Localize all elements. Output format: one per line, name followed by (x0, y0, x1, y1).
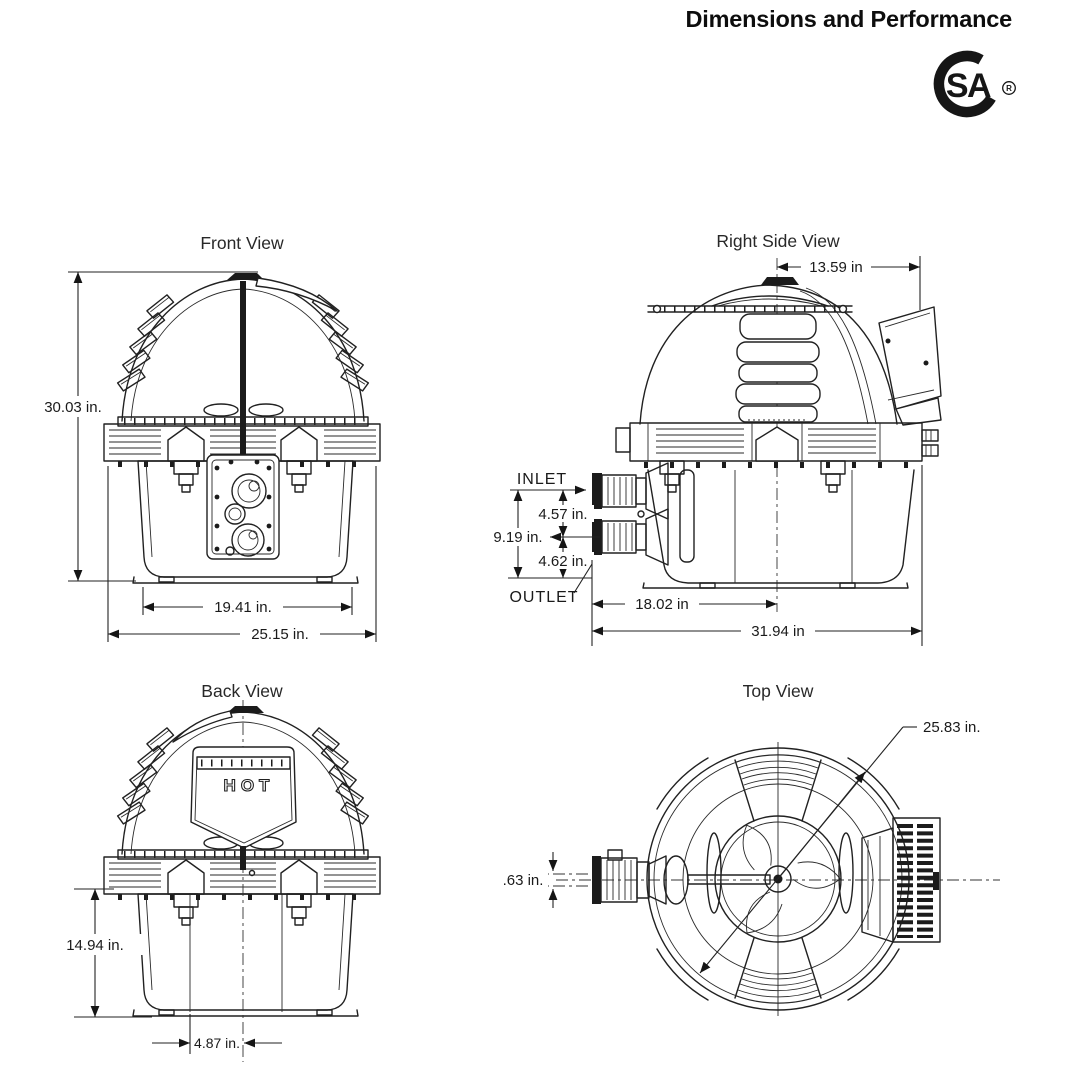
csa-logo: SA R (933, 50, 1016, 118)
front-view: Front View (29, 233, 380, 644)
top-vent-grille (861, 817, 941, 943)
back-view-title: Back View (201, 681, 283, 701)
front-dim-overall-height: 30.03 in. (29, 271, 258, 582)
top-dim-diameter: 25.83 in. (699, 719, 981, 974)
side-dim-port-height: 9.19 in. (489, 490, 600, 578)
outlet-leader (573, 563, 593, 594)
page-title: Dimensions and Performance (685, 6, 1012, 32)
back-dim-lower-height: 14.94 in. (47, 888, 152, 1018)
front-top-swoosh (255, 277, 338, 312)
right-side-view: Right Side View (489, 231, 942, 646)
svg-text:19.41 in.: 19.41 in. (214, 599, 272, 616)
svg-text:31.94 in: 31.94 in (751, 623, 804, 640)
svg-text:.63 in.: .63 in. (503, 872, 544, 889)
side-dim-overall-depth: 31.94 in (592, 465, 923, 646)
registered-mark-circle (1002, 81, 1016, 95)
registered-mark-letter: R (1006, 84, 1012, 93)
svg-text:30.03 in.: 30.03 in. (44, 399, 102, 416)
back-dim-center-offset: 4.87 in. (152, 1014, 282, 1054)
back-bucket-seams (189, 894, 283, 1012)
svg-text:25.83 in.: 25.83 in. (923, 719, 981, 736)
inlet-fitting (592, 462, 669, 520)
top-dim-port-offset: .63 in. (498, 852, 592, 908)
front-dim-overall-width: 25.15 in. (107, 466, 377, 644)
svg-text:18.02 in: 18.02 in (635, 596, 688, 613)
back-view: Back View HOT 14.94 in. (47, 681, 380, 1062)
csa-c-ring (933, 50, 996, 118)
side-dim-inlet-spacing: 4.57 in. (533, 490, 594, 537)
csa-logo-letters: SA (946, 67, 991, 105)
front-view-title: Front View (200, 233, 284, 253)
svg-text:4.87 in.: 4.87 in. (194, 1035, 240, 1051)
outlet-label: OUTLET (509, 589, 578, 606)
side-dim-top-width: 13.59 in (777, 256, 921, 310)
side-dim-base-depth: 18.02 in (591, 560, 777, 646)
back-top-swoosh (172, 710, 233, 743)
front-center-stem (240, 281, 246, 457)
top-view: Top View (498, 681, 1000, 1016)
svg-text:4.62 in.: 4.62 in. (538, 553, 587, 570)
right-side-view-title: Right Side View (716, 231, 840, 251)
svg-text:4.57 in.: 4.57 in. (538, 506, 587, 523)
side-control-panel (878, 306, 942, 410)
hot-panel: HOT (190, 746, 297, 877)
top-pipe-fitting (592, 849, 771, 905)
svg-text:14.94 in.: 14.94 in. (66, 937, 124, 954)
svg-text:9.19 in.: 9.19 in. (493, 529, 542, 546)
front-control-panel (206, 454, 280, 560)
back-top-cap (227, 706, 264, 713)
top-view-title: Top View (743, 681, 814, 701)
svg-text:25.15 in.: 25.15 in. (251, 626, 309, 643)
top-body-drawing (556, 742, 1000, 1016)
right-side-body-drawing (592, 258, 942, 612)
inlet-label: INLET (517, 471, 567, 488)
side-dim-outlet-height: 4.62 in. (508, 537, 594, 579)
front-dim-body-width: 19.41 in. (142, 587, 353, 617)
svg-text:13.59 in: 13.59 in (809, 259, 862, 276)
hot-panel-text: HOT (224, 776, 275, 795)
front-top-cap (227, 273, 264, 280)
